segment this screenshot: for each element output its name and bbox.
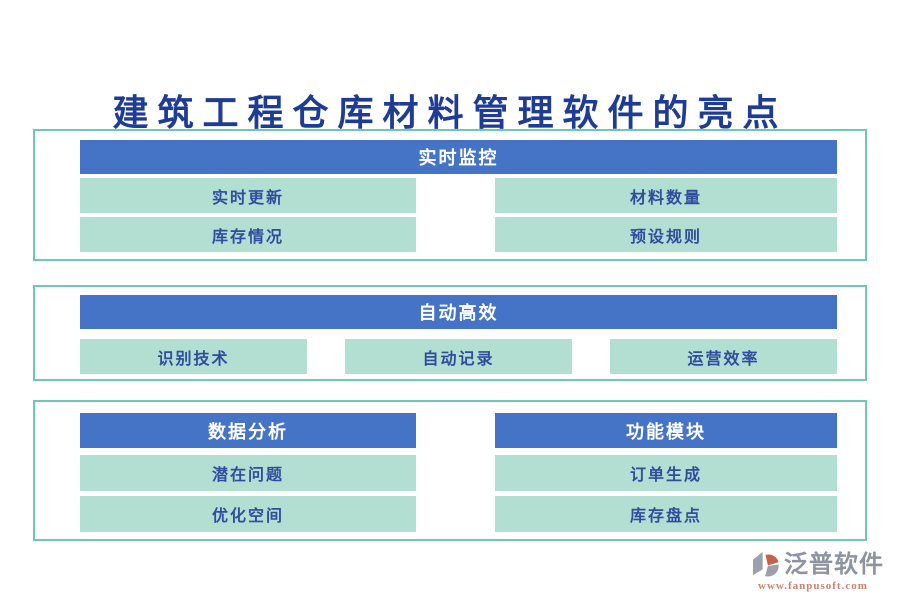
section-header-realtime: 实时监控 xyxy=(80,140,837,174)
feature-item-auto-record: 自动记录 xyxy=(345,339,572,374)
brand-name: 泛普软件 xyxy=(784,551,884,578)
feature-item-operation-efficiency: 运营效率 xyxy=(610,339,837,374)
brand-url: www.fanpusoft.com xyxy=(758,580,868,592)
feature-item-recognition-tech: 识别技术 xyxy=(80,339,307,374)
feature-item-potential-issues: 潜在问题 xyxy=(80,455,416,491)
feature-item-preset-rules: 预设规则 xyxy=(495,217,837,252)
feature-item-realtime-update: 实时更新 xyxy=(80,178,416,213)
section-analysis-modules: 数据分析 功能模块 潜在问题 订单生成 优化空间 库存盘点 xyxy=(33,400,867,541)
section-auto-efficiency: 自动高效 识别技术 自动记录 运营效率 xyxy=(33,285,867,381)
section-realtime-monitoring: 实时监控 实时更新 材料数量 库存情况 预设规则 xyxy=(33,129,867,261)
page-title: 建筑工程仓库材料管理软件的亮点 xyxy=(112,93,788,133)
feature-item-material-quantity: 材料数量 xyxy=(495,178,837,213)
section-header-function-modules: 功能模块 xyxy=(495,413,837,448)
feature-item-stocktaking: 库存盘点 xyxy=(495,496,837,532)
brand-footer: 泛普软件 www.fanpusoft.com xyxy=(752,550,897,592)
fanpu-logo-icon xyxy=(752,551,779,577)
feature-item-optimization-space: 优化空间 xyxy=(80,496,416,532)
feature-item-order-generation: 订单生成 xyxy=(495,455,837,491)
section-header-data-analysis: 数据分析 xyxy=(80,413,416,448)
feature-item-inventory-status: 库存情况 xyxy=(80,217,416,252)
section-header-auto: 自动高效 xyxy=(80,295,837,329)
